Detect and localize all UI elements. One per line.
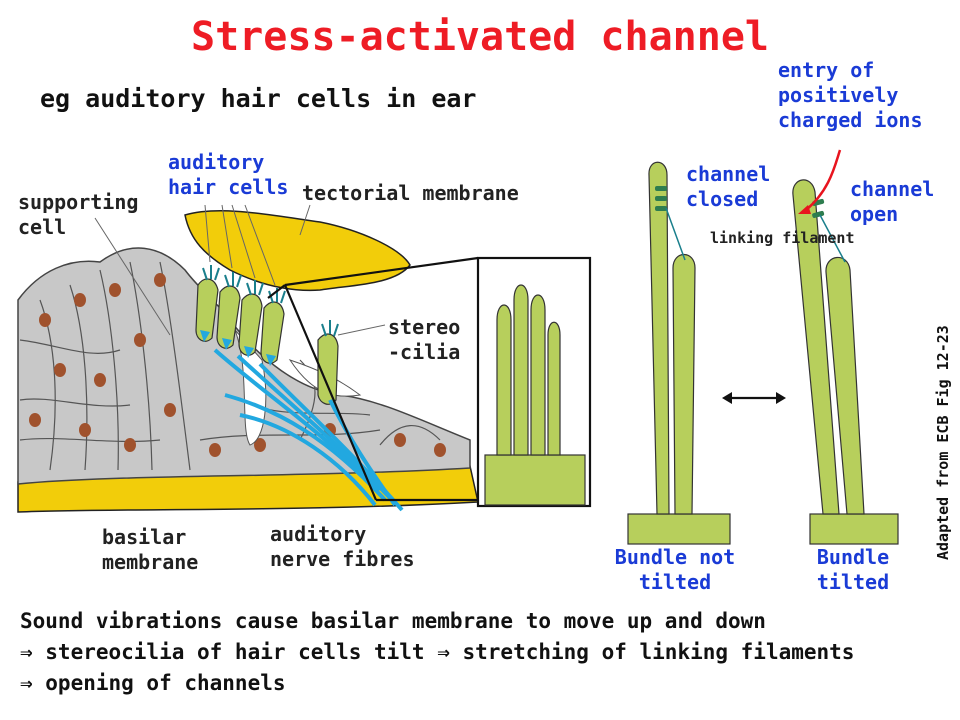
label-basilar-membrane: basilar membrane bbox=[102, 525, 199, 574]
caption: Sound vibrations cause basilar membrane … bbox=[20, 606, 854, 699]
label-linking-filament: linking filament bbox=[710, 229, 855, 247]
zoom-box bbox=[476, 256, 592, 508]
source-credit: Adapted from ECB Fig 12-23 bbox=[934, 325, 952, 560]
double-arrow bbox=[722, 392, 786, 404]
page-subtitle: eg auditory hair cells in ear bbox=[40, 84, 477, 113]
ion-entry-arrow bbox=[798, 149, 842, 214]
caption-line-3: ⇒ opening of channels bbox=[20, 671, 286, 695]
caption-line-2: ⇒ stereocilia of hair cells tilt ⇒ stret… bbox=[20, 640, 855, 664]
magnify-lines bbox=[267, 256, 479, 502]
label-bundle-tilted: Bundle tilted bbox=[816, 545, 890, 594]
label-supporting-cell: supporting cell bbox=[18, 190, 139, 239]
label-entry-of-ions: entry of positively charged ions bbox=[778, 58, 923, 132]
page-title: Stress-activated channel bbox=[191, 14, 769, 60]
caption-line-1: Sound vibrations cause basilar membrane … bbox=[20, 609, 766, 633]
label-channel-open: channel open bbox=[850, 177, 935, 226]
cochlea-section bbox=[17, 210, 479, 513]
bundle-not-tilted bbox=[627, 161, 731, 545]
label-auditory-nerve-fibres: auditory nerve fibres bbox=[270, 522, 415, 571]
tectorial-membrane bbox=[184, 210, 411, 292]
label-auditory-hair-cells: auditory hair cells bbox=[168, 150, 289, 199]
label-channel-closed: channel closed bbox=[686, 162, 771, 211]
nerve-fibres bbox=[213, 348, 404, 512]
cell-nuclei bbox=[29, 273, 446, 457]
label-stereocilia: stereo -cilia bbox=[388, 315, 461, 364]
label-tectorial-membrane: tectorial membrane bbox=[302, 181, 519, 205]
label-bundle-not-tilted: Bundle not tilted bbox=[614, 545, 736, 594]
bundle-tilted bbox=[792, 179, 899, 545]
